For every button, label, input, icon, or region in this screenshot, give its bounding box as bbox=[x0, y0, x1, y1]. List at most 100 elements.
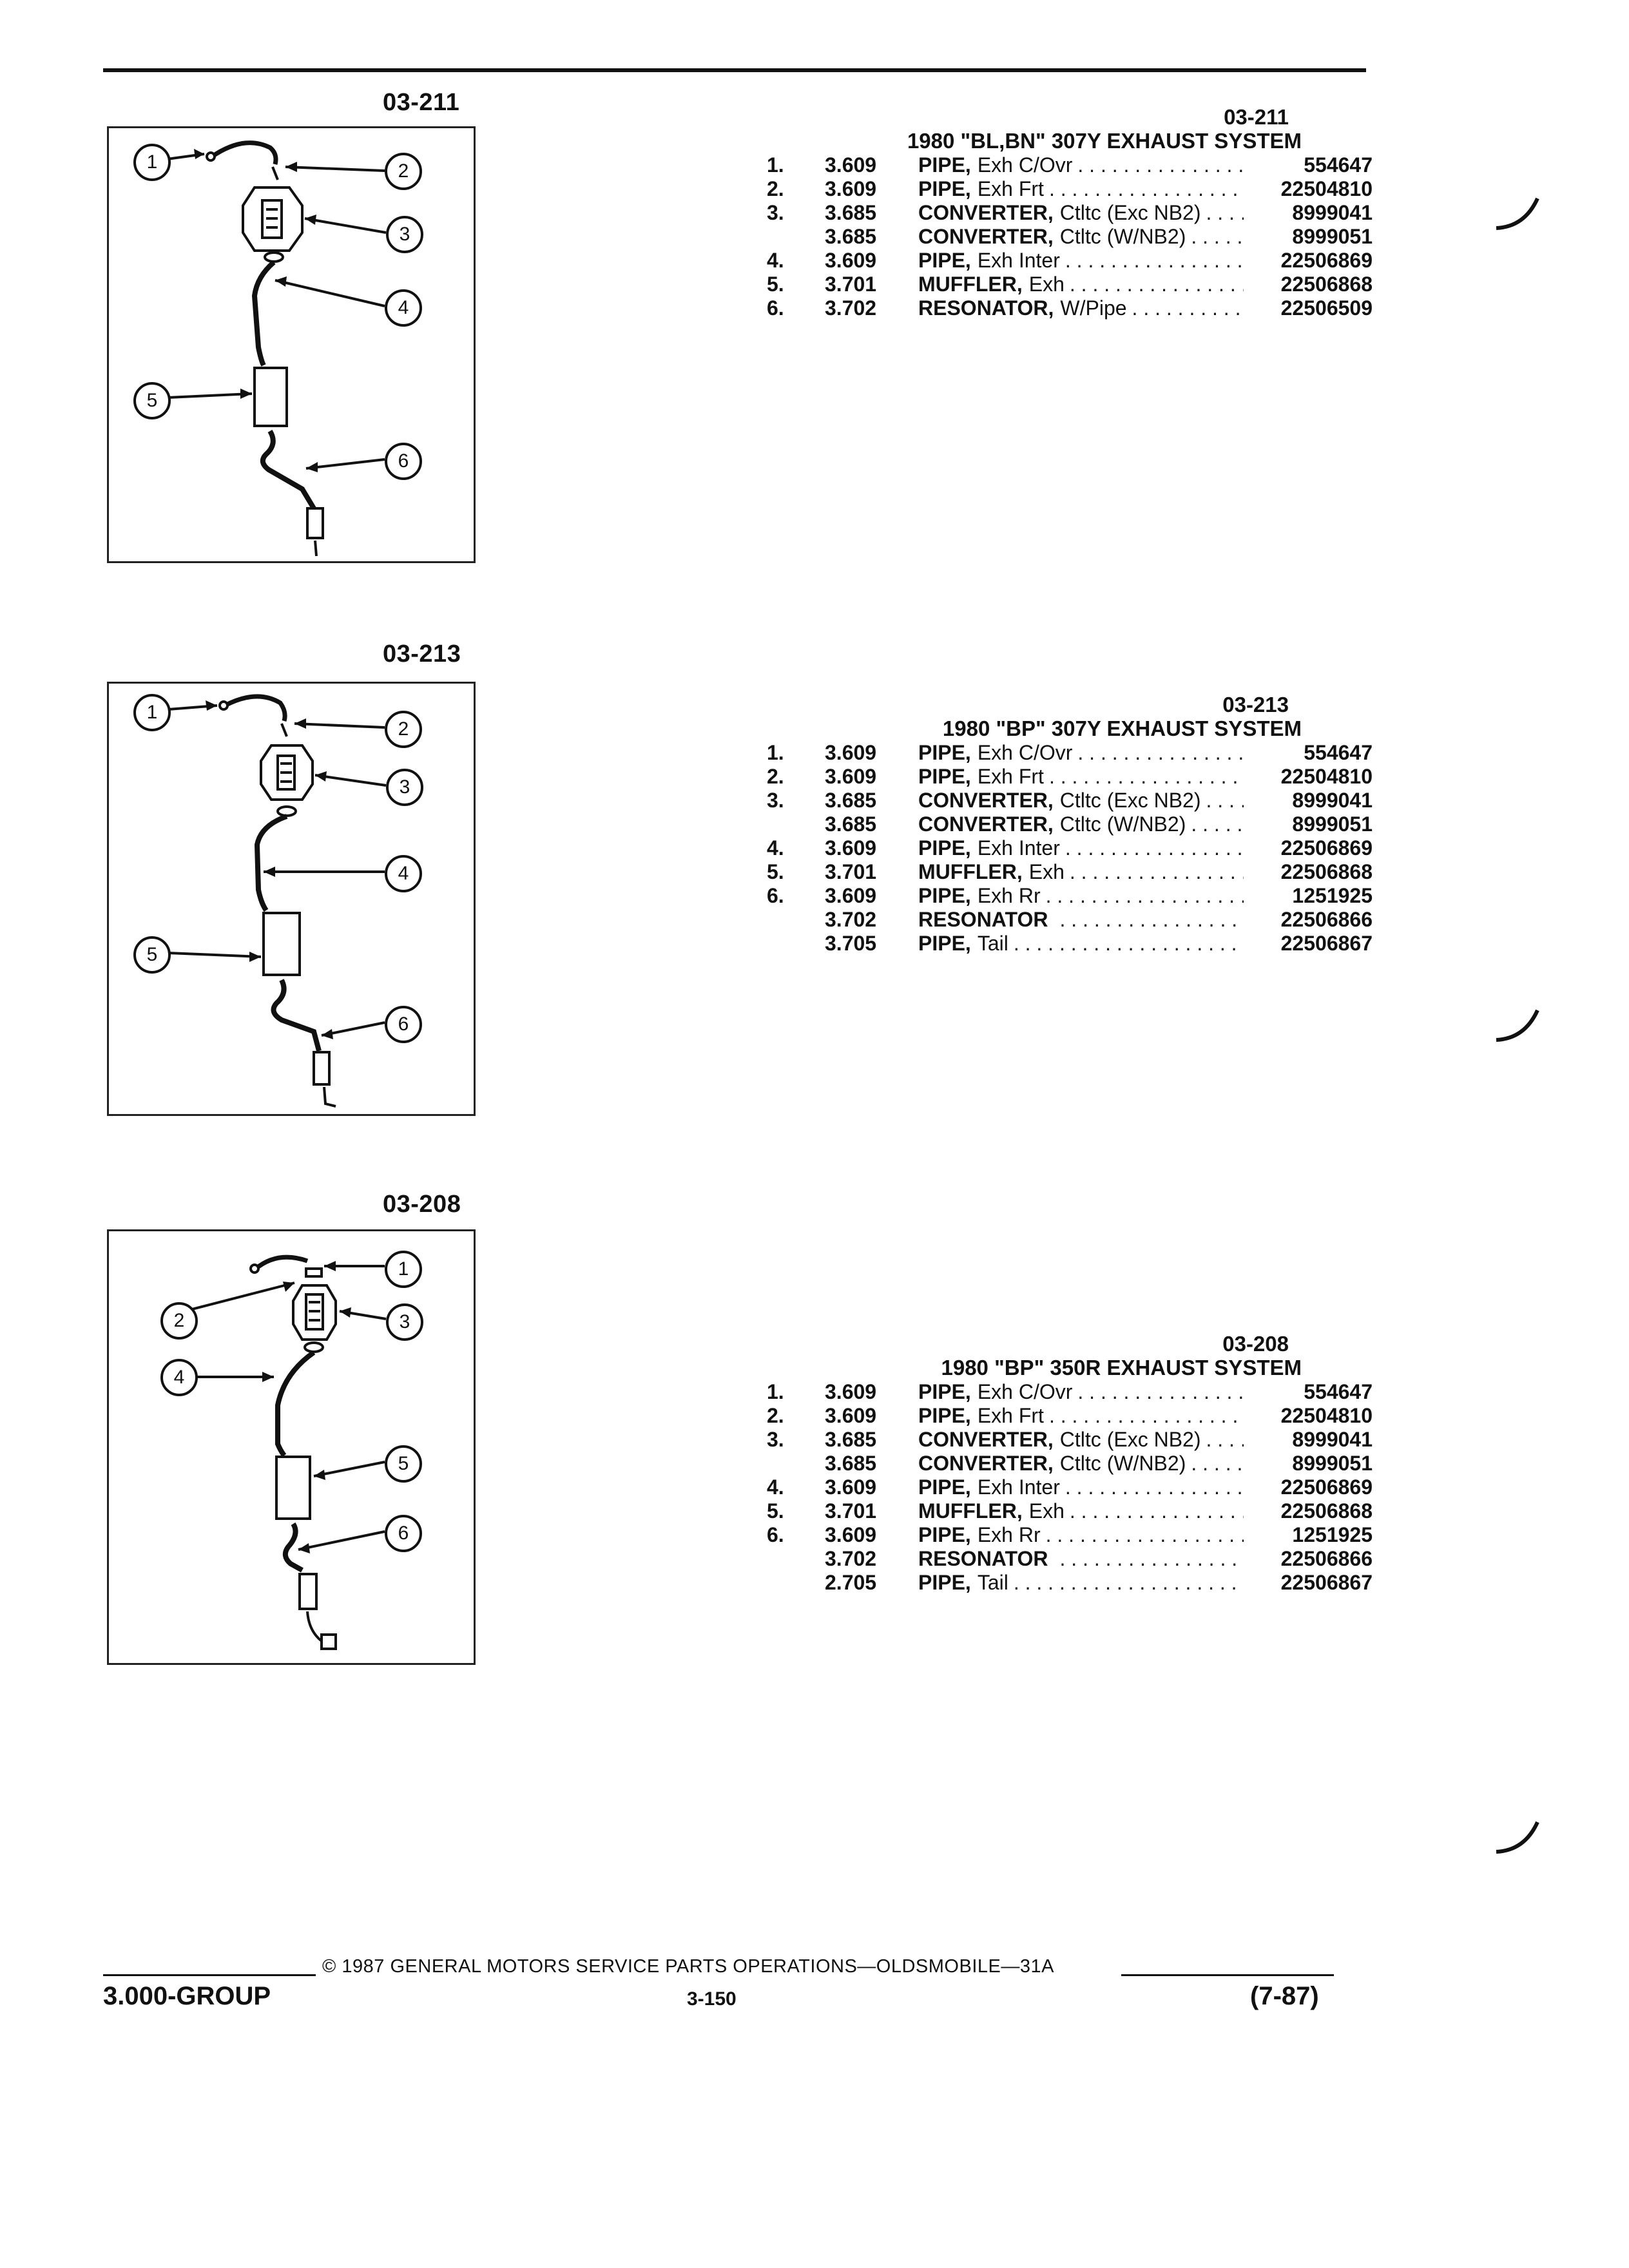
exhaust-diagram: 1 2 3 4 5 6 bbox=[107, 1229, 476, 1665]
part-name: CONVERTER, bbox=[918, 201, 1054, 224]
parts-row: 3.685 CONVERTER,Ctltc (W/NB2) 8999051 bbox=[767, 225, 1373, 249]
dot-leader bbox=[1014, 932, 1244, 956]
callout-5: 5 bbox=[385, 1445, 422, 1483]
part-description: CONVERTER,Ctltc (W/NB2) bbox=[918, 225, 1244, 249]
part-detail: Exh bbox=[1028, 1499, 1065, 1523]
item-number: 5. bbox=[767, 860, 784, 883]
group-number: 3.609 bbox=[825, 249, 877, 272]
section-title: 1980 "BP" 350R EXHAUST SYSTEM bbox=[941, 1356, 1302, 1379]
part-detail: Ctltc (W/NB2) bbox=[1059, 812, 1186, 836]
part-number: 22506869 bbox=[1280, 836, 1373, 860]
item-number: 4. bbox=[767, 836, 784, 860]
group-number: 3.609 bbox=[825, 1523, 877, 1546]
part-description: PIPE,Exh Rr bbox=[918, 884, 1244, 908]
exhaust-system-illustration bbox=[169, 1254, 387, 1650]
callout-6: 6 bbox=[385, 1515, 422, 1552]
part-name: RESONATOR bbox=[918, 1547, 1048, 1570]
group-number: 3.685 bbox=[825, 1452, 877, 1475]
part-description: CONVERTER,Ctltc (Exc NB2) bbox=[918, 1428, 1244, 1452]
callout-6: 6 bbox=[385, 443, 422, 480]
callout-4: 4 bbox=[160, 1359, 198, 1396]
part-description: PIPE,Exh Inter bbox=[918, 836, 1244, 860]
part-detail: Exh bbox=[1028, 860, 1065, 883]
figure-label: 03-208 bbox=[383, 1191, 461, 1218]
part-name: PIPE, bbox=[918, 765, 971, 788]
dot-leader bbox=[1077, 1380, 1244, 1404]
part-description: PIPE,Exh Inter bbox=[918, 249, 1244, 273]
part-description: RESONATOR bbox=[918, 1547, 1244, 1571]
dot-leader bbox=[1077, 153, 1244, 177]
part-number: 8999041 bbox=[1292, 201, 1373, 224]
dot-leader bbox=[1014, 1571, 1244, 1595]
callout-1: 1 bbox=[133, 144, 171, 181]
group-number: 3.685 bbox=[825, 789, 877, 812]
part-number: 554647 bbox=[1304, 741, 1373, 764]
part-detail: Ctltc (Exc NB2) bbox=[1059, 789, 1201, 812]
item-number: 6. bbox=[767, 296, 784, 320]
part-name: PIPE, bbox=[918, 1523, 971, 1546]
part-number: 22506869 bbox=[1280, 249, 1373, 272]
part-description: PIPE,Exh Inter bbox=[918, 1475, 1244, 1499]
item-number: 3. bbox=[767, 1428, 784, 1451]
dot-leader bbox=[1060, 1547, 1244, 1571]
part-detail: Exh C/Ovr bbox=[977, 153, 1073, 177]
group-number: 3.609 bbox=[825, 153, 877, 177]
item-number: 5. bbox=[767, 1499, 784, 1523]
part-name: MUFFLER, bbox=[918, 860, 1023, 883]
part-detail: Ctltc (W/NB2) bbox=[1059, 225, 1186, 248]
exhaust-system-illustration bbox=[168, 694, 387, 1108]
part-description: PIPE,Exh Rr bbox=[918, 1523, 1244, 1547]
part-number: 22504810 bbox=[1280, 765, 1373, 788]
part-number: 554647 bbox=[1304, 1380, 1373, 1403]
part-name: PIPE, bbox=[918, 1380, 971, 1403]
callout-4: 4 bbox=[385, 855, 422, 892]
callout-5: 5 bbox=[133, 382, 171, 419]
part-name: PIPE, bbox=[918, 153, 971, 177]
exhaust-system-illustration bbox=[166, 140, 387, 557]
item-number: 5. bbox=[767, 273, 784, 296]
item-number: 1. bbox=[767, 1380, 784, 1403]
callout-3: 3 bbox=[386, 769, 423, 806]
part-detail: Exh Inter bbox=[977, 249, 1060, 272]
parts-list: 03-211 1980 "BL,BN" 307Y EXHAUST SYSTEM … bbox=[767, 106, 1373, 320]
group-number: 3.685 bbox=[825, 225, 877, 248]
part-description: PIPE,Exh C/Ovr bbox=[918, 741, 1244, 765]
part-name: MUFFLER, bbox=[918, 1499, 1023, 1523]
dot-leader bbox=[1206, 1428, 1244, 1452]
callout-5: 5 bbox=[133, 936, 171, 974]
dot-leader bbox=[1132, 296, 1244, 320]
part-number: 554647 bbox=[1304, 153, 1373, 177]
part-name: PIPE, bbox=[918, 741, 971, 764]
part-detail: Tail bbox=[977, 932, 1008, 955]
part-name: CONVERTER, bbox=[918, 225, 1054, 248]
parts-list: 03-208 1980 "BP" 350R EXHAUST SYSTEM 1.3… bbox=[767, 1332, 1373, 1595]
item-number: 2. bbox=[767, 765, 784, 788]
part-description: PIPE,Exh C/Ovr bbox=[918, 153, 1244, 177]
footer-group-label: 3.000-GROUP bbox=[103, 1982, 271, 2010]
part-name: PIPE, bbox=[918, 884, 971, 907]
item-number: 6. bbox=[767, 884, 784, 907]
part-number: 22506867 bbox=[1280, 1571, 1373, 1594]
part-detail: Exh C/Ovr bbox=[977, 1380, 1073, 1403]
callout-3: 3 bbox=[386, 1303, 423, 1341]
part-number: 8999051 bbox=[1292, 225, 1373, 248]
part-detail: W/Pipe bbox=[1060, 296, 1127, 320]
group-number: 3.702 bbox=[825, 1547, 877, 1570]
part-name: RESONATOR bbox=[918, 908, 1048, 931]
part-name: CONVERTER, bbox=[918, 789, 1054, 812]
part-number: 22506868 bbox=[1280, 1499, 1373, 1523]
part-detail: Ctltc (Exc NB2) bbox=[1059, 1428, 1201, 1451]
part-number: 8999041 bbox=[1292, 789, 1373, 812]
part-description: PIPE,Exh Frt bbox=[918, 1404, 1244, 1428]
